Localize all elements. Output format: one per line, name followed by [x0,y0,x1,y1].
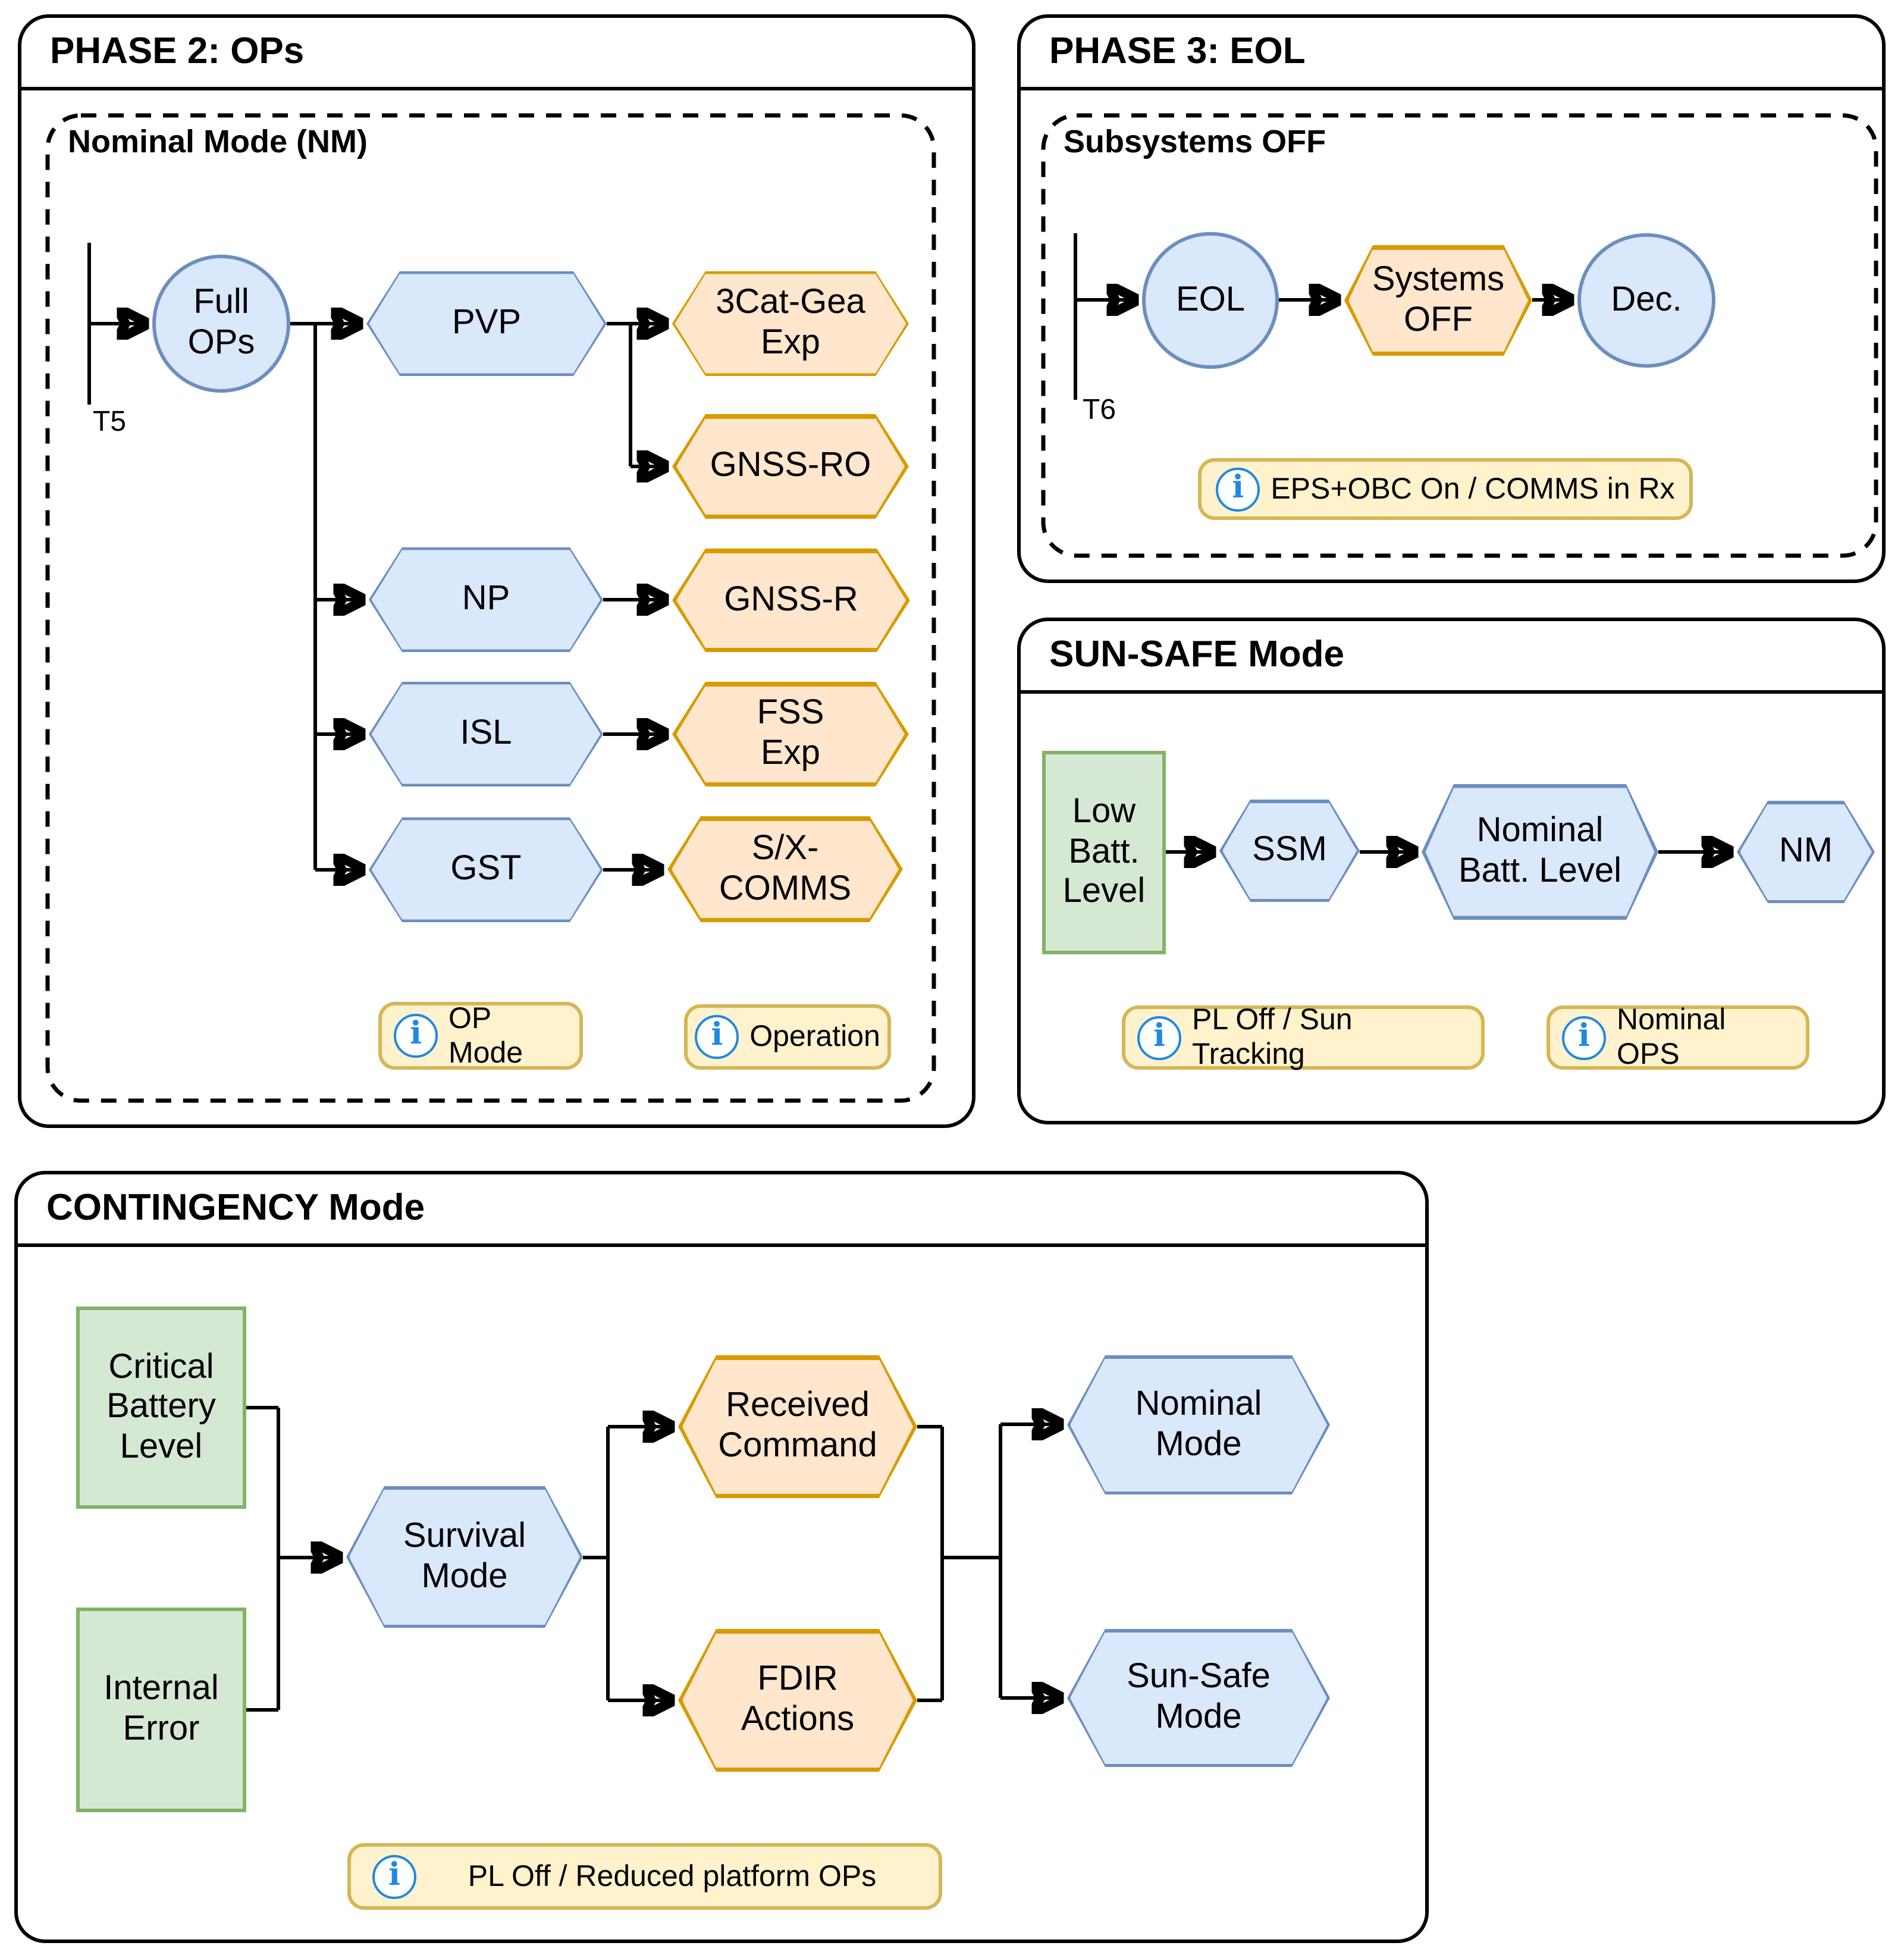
panel-contingency-header: CONTINGENCY Mode [14,1171,1429,1247]
node-sx-comms: S/X- COMMS [667,816,903,922]
node-received-command: Received Command [678,1355,917,1498]
badge-pl-off-sun-tracking: i PL Off / Sun Tracking [1122,1003,1485,1071]
nominal-mode-group-label: Nominal Mode (NM) [68,124,368,159]
node-pvp: PVP [366,271,607,376]
panel-phase2-header: PHASE 2: OPs [18,14,975,90]
node-nm-label: NM [1778,832,1833,870]
node-fss-exp: FSS Exp [672,682,909,787]
badge-eps-obc-label: EPS+OBC On / COMMS in Rx [1271,472,1675,505]
node-critical-battery-level-label: Critical Battery Level [106,1348,216,1466]
timeline-t6-label: T6 [1083,394,1116,426]
node-internal-error: Internal Error [76,1608,246,1812]
node-low-batt-level: Low Batt. Level [1042,751,1166,954]
badge-pl-off-reduced-label: PL Off / Reduced platform OPs [468,1859,877,1893]
node-dec-label: Dec. [1611,280,1682,319]
panel-phase3-header: PHASE 3: EOL [1017,14,1886,90]
info-icon: i [695,1015,739,1059]
node-full-ops-label: Full OPs [187,283,255,362]
badge-pl-off-sun-tracking-label: PL Off / Sun Tracking [1192,1003,1353,1071]
node-critical-battery-level: Critical Battery Level [76,1306,246,1509]
node-internal-error-label: Internal Error [103,1669,219,1748]
node-gnss-r: GNSS-R [672,549,910,652]
node-ssm: SSM [1219,800,1360,902]
panel-sunsafe-title: SUN-SAFE Mode [1049,632,1344,674]
node-gst-label: GST [450,850,522,888]
node-nominal-batt-level-label: Nominal Batt. Level [1458,811,1622,890]
node-fdir-actions-label: FDIR Actions [741,1660,855,1738]
info-icon: i [1137,1016,1181,1060]
badge-nominal-ops: i Nominal OPS [1547,1003,1809,1071]
node-dec: Dec. [1577,233,1715,368]
badge-op-mode: i OP Mode [378,1001,583,1070]
badge-nominal-ops-label: Nominal OPS [1617,1003,1726,1071]
node-sun-safe-mode: Sun-Safe Mode [1067,1629,1330,1767]
badge-operation: i Operation [684,1004,891,1070]
node-isl: ISL [369,682,603,787]
node-full-ops: Full OPs [152,255,290,393]
node-gnss-ro-label: GNSS-RO [710,446,871,485]
node-nm: NM [1737,801,1875,903]
node-nominal-mode-label: Nominal Mode [1135,1384,1262,1463]
info-icon: i [1562,1016,1606,1060]
node-np: NP [369,547,603,652]
panel-contingency [14,1171,1429,1943]
node-fss-exp-label: FSS Exp [757,694,824,772]
node-nominal-batt-level: Nominal Batt. Level [1422,784,1658,920]
node-sun-safe-mode-label: Sun-Safe Mode [1127,1658,1271,1736]
node-sx-comms-label: S/X- COMMS [719,829,852,907]
node-isl-label: ISL [460,714,512,753]
node-3cat-gea-exp-label: 3Cat-Gea Exp [716,283,865,362]
node-eol: EOL [1142,232,1279,369]
node-gnss-r-label: GNSS-R [724,580,858,619]
panel-sunsafe-header: SUN-SAFE Mode [1017,618,1886,694]
badge-op-mode-label: OP Mode [448,1001,523,1069]
node-low-batt-level-label: Low Batt. Level [1062,792,1146,911]
node-systems-off-label: Systems OFF [1372,260,1505,339]
node-fdir-actions: FDIR Actions [678,1629,917,1772]
timeline-t5-label: T5 [93,406,127,438]
node-np-label: NP [462,579,510,618]
panel-phase2-title: PHASE 2: OPs [50,29,305,71]
node-received-command-label: Received Command [718,1386,877,1465]
info-icon: i [394,1014,438,1058]
info-icon: i [372,1854,416,1898]
node-3cat-gea-exp: 3Cat-Gea Exp [672,271,909,376]
panel-phase3-title: PHASE 3: EOL [1049,29,1306,71]
badge-eps-obc: i EPS+OBC On / COMMS in Rx [1198,458,1693,520]
node-survival-mode: Survival Mode [346,1486,583,1628]
info-icon: i [1216,467,1260,511]
node-survival-mode-label: Survival Mode [403,1517,526,1595]
node-pvp-label: PVP [451,303,522,342]
panel-contingency-title: CONTINGENCY Mode [46,1186,425,1227]
node-nominal-mode: Nominal Mode [1067,1355,1330,1494]
node-gnss-ro: GNSS-RO [672,414,909,519]
node-systems-off: Systems OFF [1344,245,1532,356]
badge-operation-label: Operation [749,1020,880,1053]
node-ssm-label: SSM [1252,831,1327,869]
node-gst: GST [369,817,603,922]
subsystems-off-group-label: Subsystems OFF [1064,124,1326,159]
node-eol-label: EOL [1175,280,1246,319]
badge-pl-off-reduced: i PL Off / Reduced platform OPs [347,1843,942,1910]
